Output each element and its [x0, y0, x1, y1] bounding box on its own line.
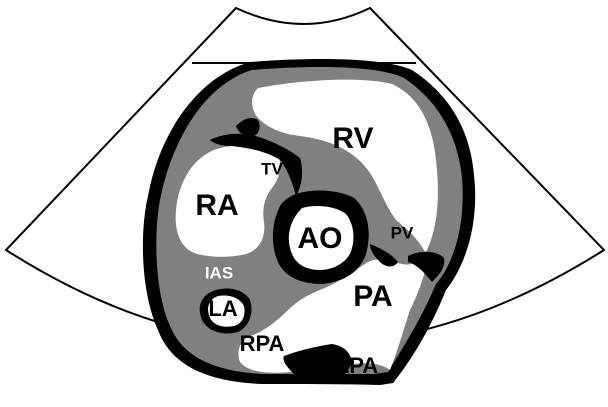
label-ao: AO [298, 222, 343, 255]
label-pv: PV [391, 223, 414, 242]
label-rpa: RPA [240, 331, 285, 356]
label-la: LA [208, 296, 237, 321]
label-rv: RV [332, 122, 373, 155]
label-lpa: LPA [336, 353, 378, 378]
label-pa: PA [353, 280, 392, 313]
label-tv: TV [261, 159, 283, 178]
label-ias: IAS [205, 263, 233, 282]
label-ra: RA [195, 189, 238, 222]
